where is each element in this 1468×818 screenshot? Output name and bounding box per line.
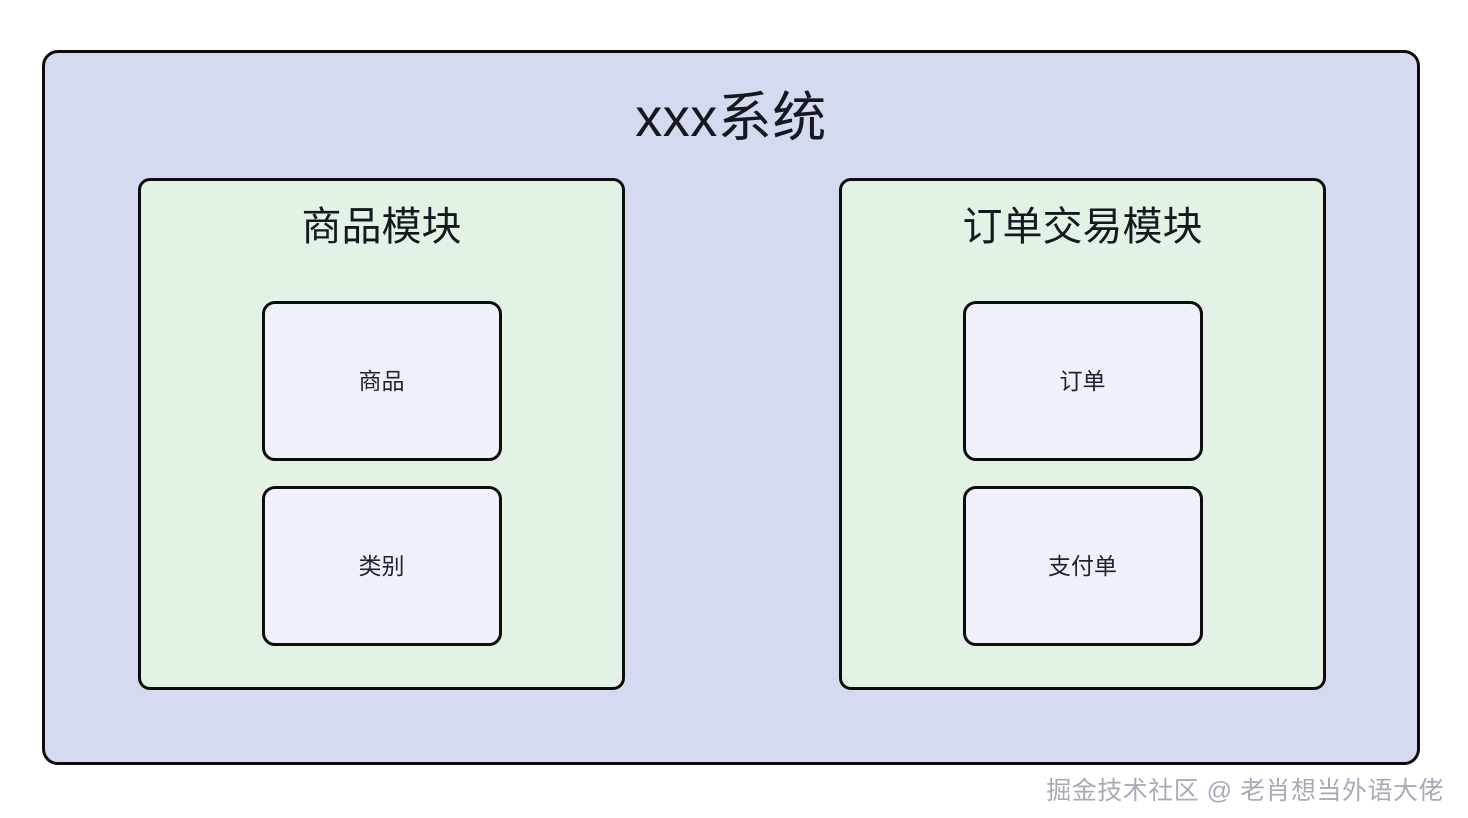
entity-label: 订单	[1059, 367, 1106, 394]
entity-label: 商品	[358, 367, 405, 394]
entity-label: 类别	[358, 552, 405, 579]
module-container-order: 订单交易模块 订单 支付单	[839, 178, 1326, 690]
entity-box-product-item: 商品	[261, 301, 502, 461]
entity-list-product: 商品 类别	[141, 301, 622, 646]
module-title-order: 订单交易模块	[962, 205, 1203, 249]
entity-box-payment-order: 支付单	[962, 486, 1203, 646]
module-title-product: 商品模块	[301, 205, 462, 249]
entity-list-order: 订单 支付单	[842, 301, 1323, 646]
entity-label: 支付单	[1048, 552, 1117, 579]
system-container: xxx系统 商品模块 商品 类别 订单交易模块 订单 支付单	[42, 50, 1420, 765]
module-container-product: 商品模块 商品 类别	[138, 178, 625, 690]
system-title: xxx系统	[635, 88, 827, 148]
watermark-text: 掘金技术社区 @ 老肖想当外语大佬	[1046, 777, 1444, 805]
entity-box-order: 订单	[962, 301, 1203, 461]
entity-box-product-category: 类别	[261, 486, 502, 646]
